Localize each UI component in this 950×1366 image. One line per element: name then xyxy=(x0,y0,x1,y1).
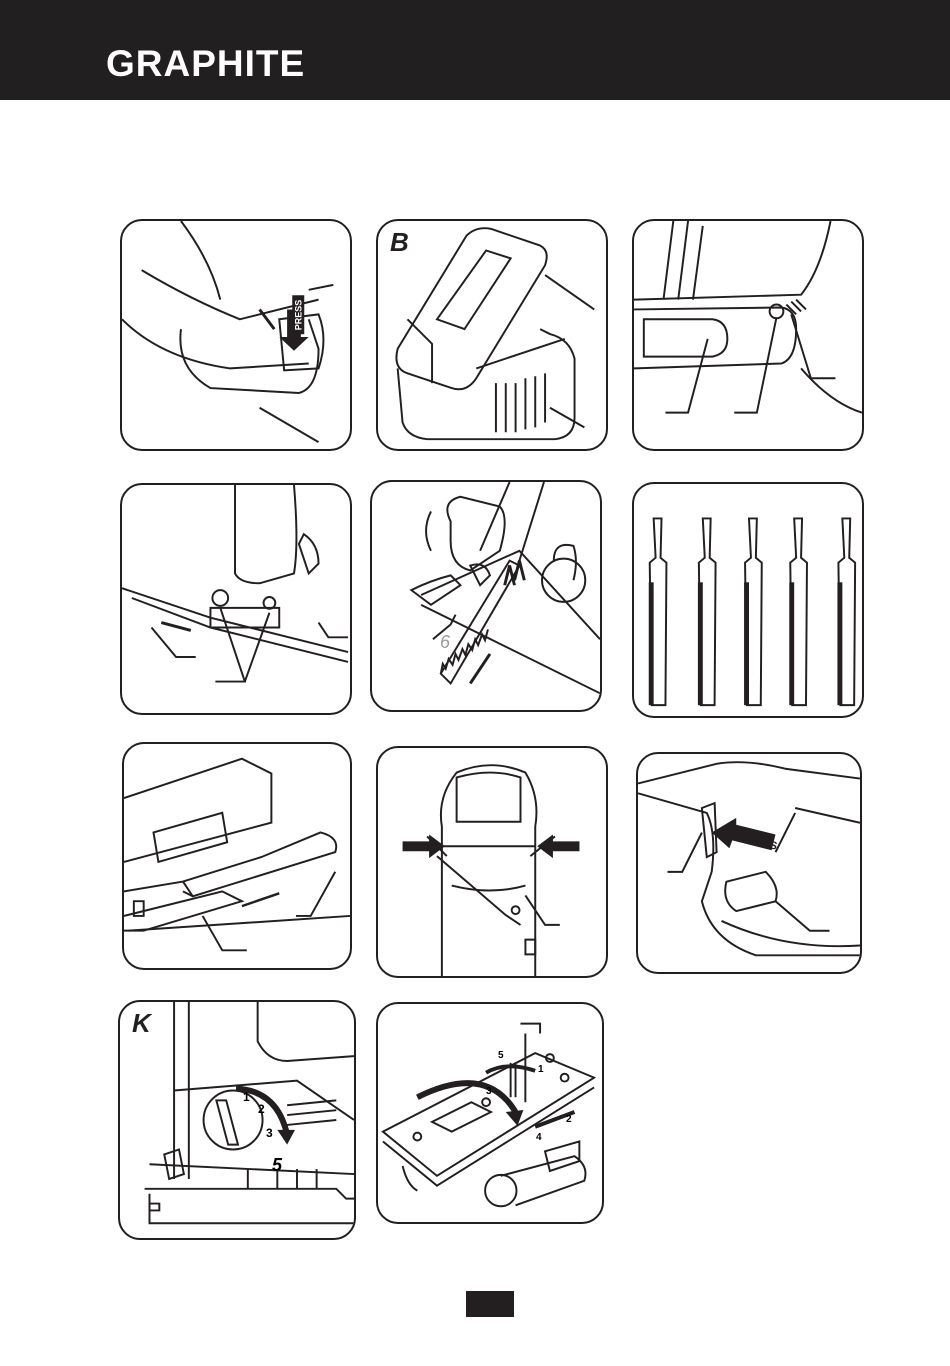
dial-number-5: 5 xyxy=(272,1155,282,1176)
figure-e-drawing xyxy=(372,482,600,710)
figure-panel-d xyxy=(120,483,352,715)
figure-panel-i: PRESS xyxy=(636,752,862,974)
figure-panel-c xyxy=(632,219,864,451)
figure-i-drawing xyxy=(638,754,860,972)
figure-f-drawing xyxy=(634,484,862,716)
base-step-3: 3 xyxy=(486,1086,492,1097)
figure-k-drawing xyxy=(120,1002,354,1238)
base-step-4: 4 xyxy=(536,1132,542,1143)
brand-logo: GRAPHITE xyxy=(106,42,305,86)
figure-a-drawing xyxy=(122,221,350,449)
figure-panel-k: K 1 2 3 5 xyxy=(118,1000,356,1240)
figure-g-drawing xyxy=(124,744,350,968)
base-step-1: 1 xyxy=(538,1064,544,1075)
dial-number-1: 1 xyxy=(243,1090,250,1104)
base-step-2: 2 xyxy=(566,1114,572,1125)
dial-number-2: 2 xyxy=(258,1102,265,1116)
page-header: GRAPHITE xyxy=(0,0,950,100)
figure-d-drawing xyxy=(122,485,350,713)
figure-panel-e: 6 xyxy=(370,480,602,712)
dial-number-3: 3 xyxy=(266,1126,273,1140)
figure-panel-g xyxy=(122,742,352,970)
figure-panel-a: PRESS xyxy=(120,219,352,451)
blade-step-number: 6 xyxy=(440,632,450,653)
base-step-5: 5 xyxy=(498,1050,504,1061)
press-label-rotated: PRESS xyxy=(292,296,304,335)
figure-panel-h xyxy=(376,746,608,978)
figure-panel-l: 1 2 3 4 5 xyxy=(376,1002,604,1224)
figure-panel-f xyxy=(632,482,864,718)
figure-l-drawing xyxy=(378,1004,602,1222)
figure-h-drawing xyxy=(378,748,606,976)
figure-panel-b: B xyxy=(376,219,608,451)
figure-b-drawing xyxy=(378,221,606,449)
page-number-block xyxy=(466,1291,514,1317)
figure-c-drawing xyxy=(634,221,862,449)
